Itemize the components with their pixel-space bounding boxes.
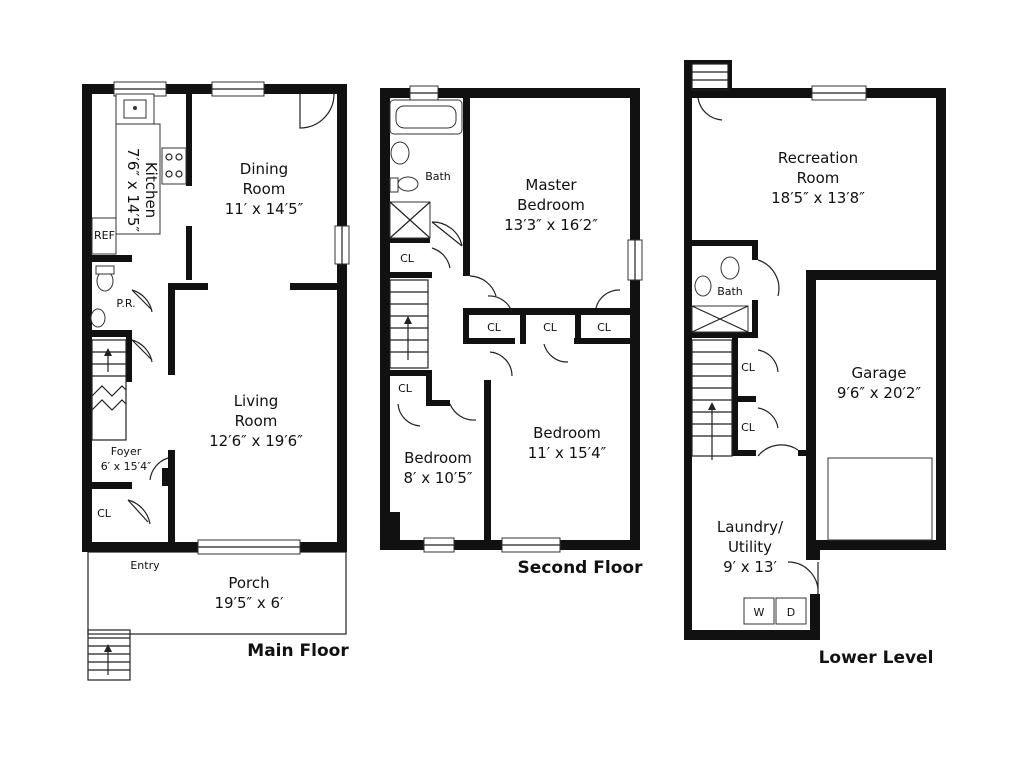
small-bedroom-size: 8′ x 10′5″ [403,469,472,487]
laundry-size: 9′ x 13′ [723,558,777,576]
main-floor-stairs [91,339,127,441]
washer-label: W [754,606,765,619]
lower-level-stairs [691,339,733,460]
lower-level-windows [811,85,933,541]
master-bedroom-label: Master [525,176,577,194]
lower-bath-label: Bath [717,285,743,298]
porch-stairs [87,629,131,681]
second-floor-windows [409,85,643,553]
dining-room-label-line2: Room [243,180,286,198]
lower-closet-label-a: CL [741,361,756,374]
kitchen-label: Kitchen [142,162,160,218]
foyer-closet-label: CL [97,507,112,520]
lower-level-entry-stair [691,63,729,121]
lower-level-title: Lower Level [819,648,934,668]
dining-room-label: Dining [240,160,288,178]
main-floor-title: Main Floor [247,641,349,661]
porch-label: Porch [228,574,269,592]
entry-label: Entry [130,559,160,572]
bedroom-label: Bedroom [533,424,601,442]
main-floor-windows [113,81,350,555]
living-room-size: 12′6″ x 19′6″ [209,432,303,450]
second-floor-bath-fixtures [389,99,463,239]
washer-dryer [743,597,807,625]
dining-room-size: 11′ x 14′5″ [225,200,304,218]
kitchen-size: 7′6″ x 14′5″ [124,148,142,233]
lower-level-bath-fixtures [691,256,749,333]
foyer-size: 6′ x 15′4″ [101,460,152,473]
lower-level-walls [684,60,946,640]
laundry-label: Laundry/ [717,518,784,536]
garage-label: Garage [852,364,907,382]
powder-room-fixtures [90,265,115,328]
second-floor-stairs [389,279,429,369]
lower-level-plan: Recreation Room 18′5″ x 13′8″ Bath CL CL… [684,60,946,668]
closet-label-b: CL [543,321,558,334]
hall-closet-label: CL [400,252,415,265]
second-floor-plan: Bath Master Bedroom 13′3″ x 16′2″ CL CL … [380,85,644,578]
porch-outline [87,551,347,635]
powder-room-label: P.R. [116,297,135,310]
living-room-label: Living [234,392,279,410]
closet-label-c: CL [597,321,612,334]
garage-size: 9′6″ x 20′2″ [837,384,922,402]
dryer-label: D [787,606,795,619]
living-room-label-line2: Room [235,412,278,430]
recreation-room-label: Recreation [778,149,858,167]
second-bath-label: Bath [425,170,451,183]
bedroom-closet-label: CL [398,382,413,395]
lower-level-doors [757,259,819,595]
lower-closet-label-b: CL [741,421,756,434]
ref-label: REF [94,229,115,242]
master-bedroom-label-line2: Bedroom [517,196,585,214]
laundry-label-line2: Utility [728,538,772,556]
main-floor-doors [127,93,335,525]
second-floor-title: Second Floor [518,558,644,578]
recreation-room-label-line2: Room [797,169,840,187]
recreation-room-size: 18′5″ x 13′8″ [771,189,865,207]
small-bedroom-label: Bedroom [404,449,472,467]
foyer-label: Foyer [111,445,142,458]
kitchen-fixtures [91,93,187,255]
closet-label-a: CL [487,321,502,334]
main-floor-plan: Kitchen 7′6″ x 14′5″ REF Dining Room 11′… [82,81,350,681]
master-bedroom-size: 13′3″ x 16′2″ [504,216,598,234]
second-floor-doors [397,221,621,427]
bedroom-size: 11′ x 15′4″ [528,444,607,462]
garage-door [827,457,933,541]
porch-size: 19′5″ x 6′ [214,594,284,612]
